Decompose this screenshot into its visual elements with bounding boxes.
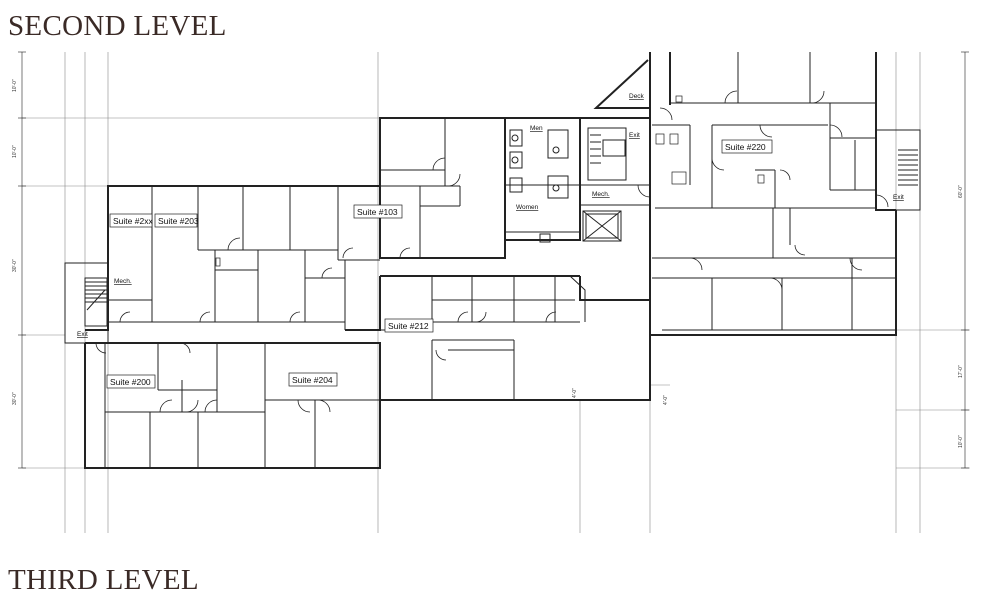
third-level-heading: THIRD LEVEL [8,564,199,596]
dim-center-2: 4'-0" [663,395,669,405]
suite-212-label: Suite #212 [388,321,429,331]
suite-220-label: Suite #220 [725,142,766,152]
dim-left-4: 30'-0" [12,392,18,405]
exit-top-label: Exit [629,132,640,139]
core-stair [587,127,627,181]
suite-103-label: Suite #103 [357,207,398,217]
suite-200-label: Suite #200 [110,377,151,387]
exit-right-label: Exit [893,194,904,201]
suite-labels: Suite #2xx Suite #203 Suite #103 Suite #… [106,139,773,389]
dim-right-1: 60'-0" [958,185,964,198]
grid-lines [22,52,970,533]
mech-room-left-label: Mech. [114,278,132,285]
suite-203-label: Suite #203 [158,216,199,226]
upper-left-partitions [65,118,461,330]
dimension-lines [18,51,969,469]
suite-2xx-label: Suite #2xx [113,216,153,226]
dim-right-3: 10'-0" [958,435,964,448]
women-restroom-label: Women [516,204,539,211]
elevator [582,210,622,242]
core-restrooms [505,129,580,243]
dim-right-2: 17'-0" [958,365,964,378]
fixtures [215,95,765,267]
second-level-heading: SECOND LEVEL [8,10,227,42]
suite-212-partitions [380,275,650,400]
right-stair-exit [875,129,921,211]
door-swings [95,90,889,413]
room-labels: Men Women Mech. Mech. Deck Exit Exit Exi… [77,93,904,338]
dimension-labels: 10'-0" 10'-0" 30'-0" 30'-0" 60'-0" 17'-0… [12,79,964,448]
deck-label: Deck [629,93,645,100]
exit-left-label: Exit [77,331,88,338]
suite-204-label: Suite #204 [292,375,333,385]
dim-left-3: 30'-0" [12,259,18,272]
mech-room-label: Mech. [592,191,610,198]
dim-left-2: 10'-0" [12,145,18,158]
right-partitions [652,52,896,331]
men-restroom-label: Men [530,125,543,132]
dim-center-1: 4'-0" [572,388,578,398]
dim-left-1: 10'-0" [12,79,18,92]
lower-left-partitions [104,343,380,468]
